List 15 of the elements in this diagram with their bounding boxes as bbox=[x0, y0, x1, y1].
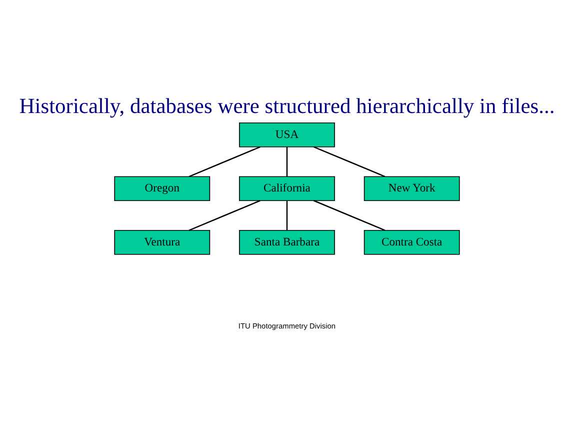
node-box: Santa Barbara bbox=[239, 229, 335, 254]
diagram-title: Historically, databases were structured hierarchically in files... bbox=[19, 93, 555, 118]
connector bbox=[314, 146, 386, 177]
connector bbox=[286, 146, 288, 176]
connector bbox=[286, 200, 288, 230]
label: ITU Photogrammetry Division bbox=[238, 321, 336, 330]
node-box: California bbox=[239, 176, 335, 201]
node-box: Contra Costa bbox=[364, 229, 460, 254]
node-box: Oregon bbox=[114, 176, 210, 201]
connector bbox=[188, 146, 260, 177]
node-box: New York bbox=[364, 176, 460, 201]
connector bbox=[188, 200, 260, 230]
node-box: USA bbox=[239, 122, 335, 147]
connector bbox=[314, 200, 386, 230]
node-box: Ventura bbox=[114, 229, 210, 254]
